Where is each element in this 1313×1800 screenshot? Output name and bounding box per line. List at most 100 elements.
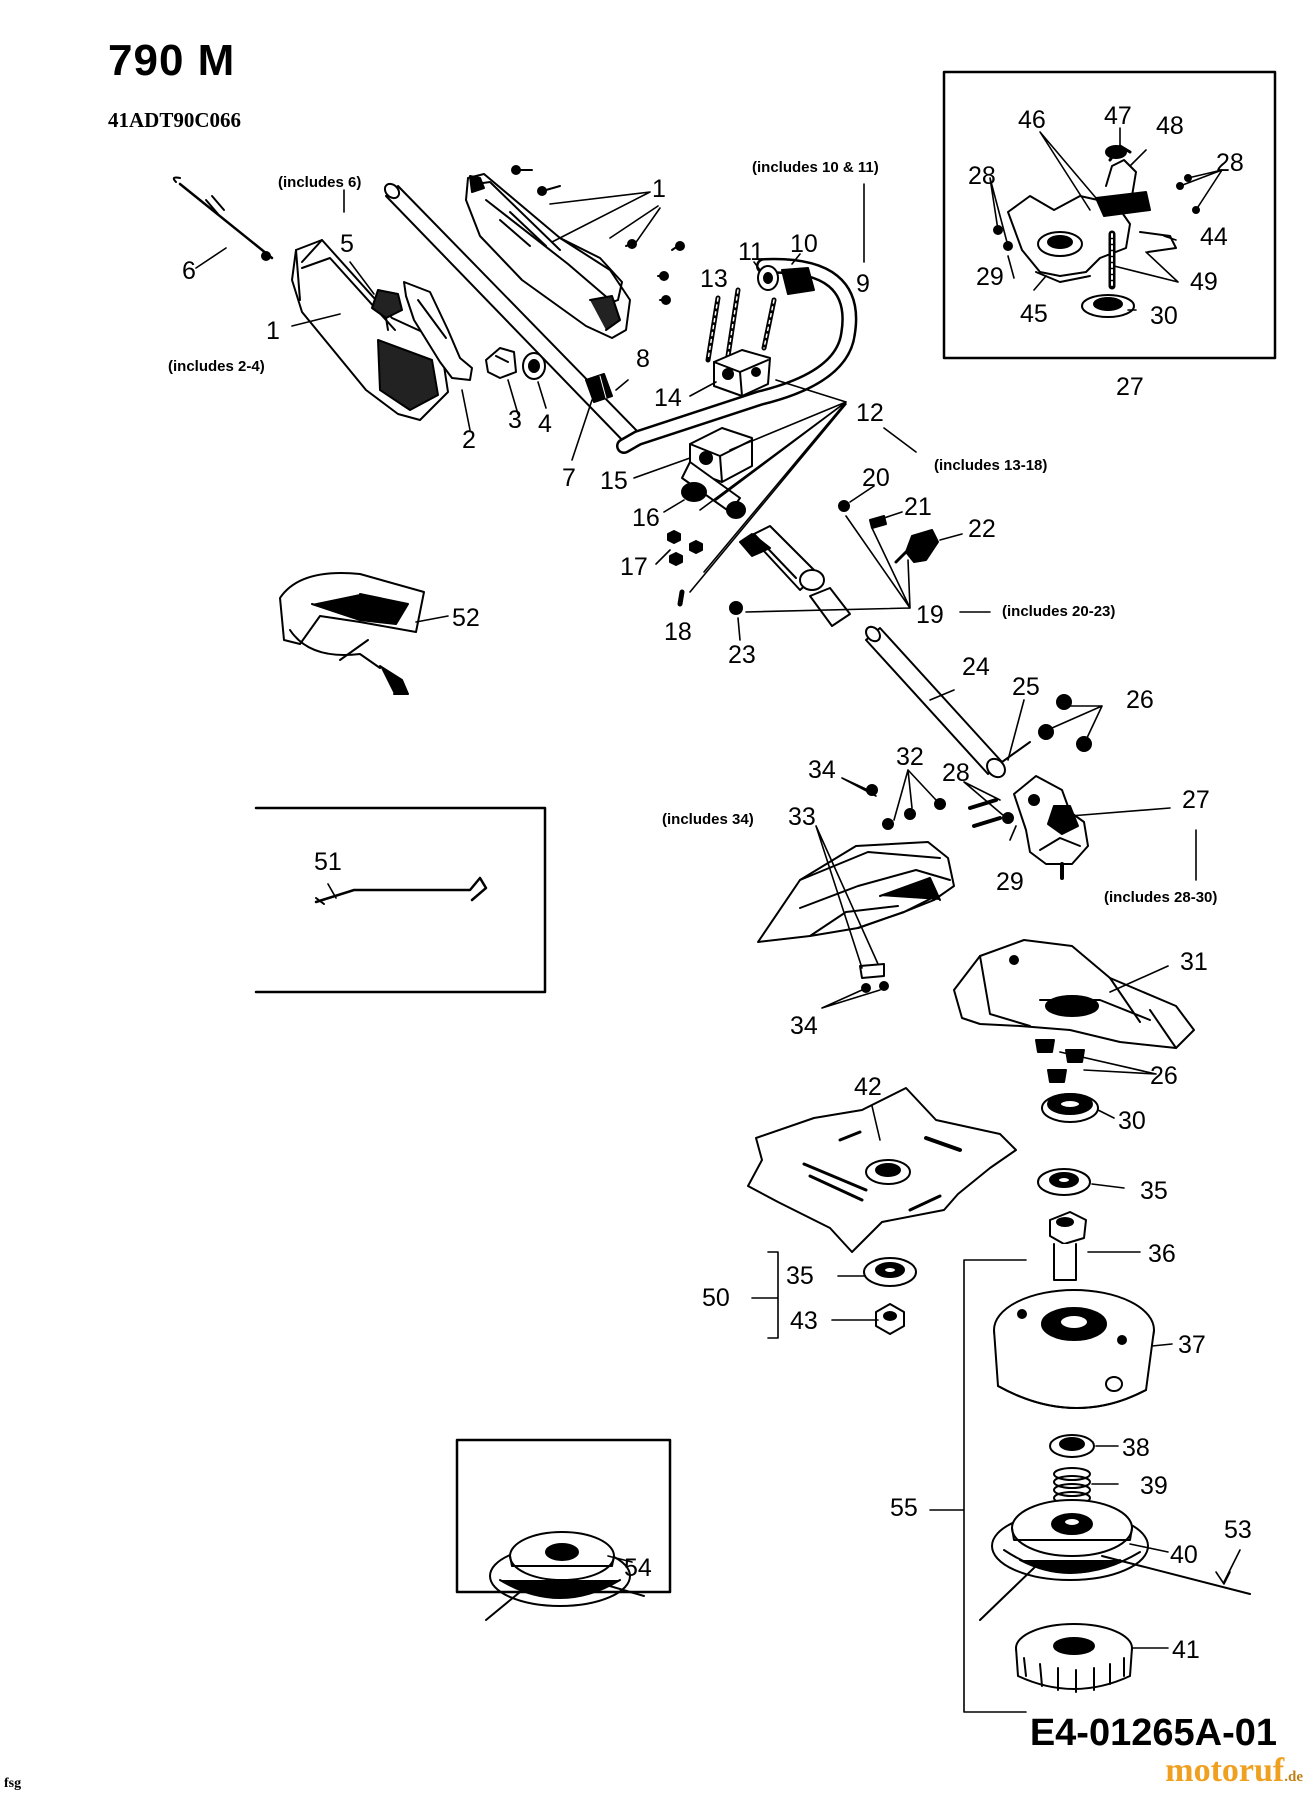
label-34: 34 — [790, 1012, 818, 1040]
brand-domain: .de — [1284, 1769, 1303, 1785]
label-27: 27 — [1182, 786, 1210, 814]
throttle-knob-part — [371, 289, 403, 331]
label-52: 52 — [452, 604, 480, 632]
note-includes-34: (includes 34) — [662, 811, 754, 828]
inset-box-51 — [254, 806, 547, 994]
lower-shaft-part — [865, 625, 1031, 779]
wrench-tool-part — [314, 876, 488, 905]
label-25: 25 — [1012, 673, 1040, 701]
handle-bar-lower-part — [681, 461, 746, 519]
label-16: 16 — [632, 504, 660, 532]
label-50: 50 — [702, 1284, 730, 1312]
loop-handle-part — [616, 257, 858, 454]
top-nuts-part — [1038, 694, 1092, 752]
label-18: 18 — [664, 618, 692, 646]
label-38: 38 — [1122, 1434, 1150, 1462]
label-29: 29 — [996, 868, 1024, 896]
label-46: 46 — [1018, 106, 1046, 134]
label-40: 40 — [1170, 1541, 1198, 1569]
note-includes-2-4: (includes 2-4) — [168, 358, 265, 375]
blade-guard-part — [757, 841, 955, 943]
label-30: 30 — [1118, 1107, 1146, 1135]
spring-part — [1053, 1467, 1091, 1505]
label-43: 43 — [790, 1307, 818, 1335]
note-includes-28-30: (includes 28-30) — [1104, 889, 1217, 906]
label-37: 37 — [1178, 1331, 1206, 1359]
label-8: 8 — [636, 345, 650, 373]
label-30: 30 — [1150, 302, 1178, 330]
label-1: 1 — [266, 317, 280, 345]
handle-bolts-part — [705, 287, 777, 363]
label-33: 33 — [788, 803, 816, 831]
label-45: 45 — [1020, 300, 1048, 328]
bolts-26-part — [1035, 1039, 1085, 1083]
coupler-knob-part — [894, 529, 939, 564]
label-53: 53 — [1224, 1516, 1252, 1544]
inset-box-27 — [942, 70, 1277, 360]
page-title: 790 M — [108, 36, 236, 85]
brand-name: motoruf — [1165, 1752, 1285, 1789]
label-21: 21 — [904, 493, 932, 521]
bump-knob-part — [1015, 1623, 1133, 1693]
bolt-36-part — [1049, 1211, 1087, 1281]
label-42: 42 — [854, 1073, 882, 1101]
trigger-part — [403, 281, 473, 381]
washer-35-part — [1037, 1168, 1091, 1196]
blade-washer-part — [863, 1257, 917, 1287]
label-35: 35 — [1140, 1177, 1168, 1205]
inset-bearing-part — [1081, 294, 1135, 318]
label-48: 48 — [1156, 112, 1184, 140]
label-4: 4 — [538, 410, 552, 438]
upper-clamp-part — [713, 349, 771, 397]
inset-gearhead-part — [993, 144, 1200, 290]
label-12: 12 — [856, 399, 884, 427]
spool-part — [979, 1499, 1251, 1621]
label-34: 34 — [808, 756, 836, 784]
label-32: 32 — [896, 743, 924, 771]
gear-screws-part — [968, 798, 1014, 828]
label-35: 35 — [786, 1262, 814, 1290]
diagram-code: E4-01265A-01 — [1029, 1712, 1277, 1754]
label-26: 26 — [1126, 686, 1154, 714]
leader-lines — [195, 127, 1241, 1713]
coupler-screw-part — [729, 500, 887, 615]
signature-mark: fsg — [4, 1776, 22, 1791]
label-3: 3 — [508, 406, 522, 434]
label-47: 47 — [1104, 102, 1132, 130]
model-number: 41ADT90C066 — [108, 108, 242, 132]
label-28: 28 — [1216, 149, 1244, 177]
label-13: 13 — [700, 265, 728, 293]
label-20: 20 — [862, 464, 890, 492]
trimmer-housing-part — [993, 1289, 1155, 1410]
brush-blade-part — [747, 1087, 1017, 1253]
label-39: 39 — [1140, 1472, 1168, 1500]
alt-spool-part — [485, 1531, 645, 1621]
trimmer-guard-part — [953, 939, 1195, 1049]
label-19: 19 — [916, 601, 944, 629]
label-5: 5 — [340, 230, 354, 258]
label-41: 41 — [1172, 1636, 1200, 1664]
label-54: 54 — [624, 1554, 652, 1582]
brand-watermark: motoruf.de — [1165, 1754, 1303, 1788]
label-10: 10 — [790, 230, 818, 258]
label-24: 24 — [962, 653, 990, 681]
label-22: 22 — [968, 515, 996, 543]
label-27: 27 — [1116, 373, 1144, 401]
note-includes-6: (includes 6) — [278, 174, 361, 191]
lock-button-part — [522, 352, 546, 380]
throttle-cable-part — [172, 176, 274, 261]
spring-washer-part — [1049, 1434, 1095, 1458]
label-36: 36 — [1148, 1240, 1176, 1268]
include-notes: (includes 6) (includes 2-4) (includes 10… — [168, 159, 1217, 906]
label-51: 51 — [314, 848, 342, 876]
trigger-spring-part — [485, 347, 517, 379]
label-15: 15 — [600, 467, 628, 495]
label-7: 7 — [562, 464, 576, 492]
label-44: 44 — [1200, 223, 1228, 251]
label-1: 1 — [652, 175, 666, 203]
label-31: 31 — [1180, 948, 1208, 976]
harness-part — [279, 572, 425, 695]
label-28: 28 — [942, 759, 970, 787]
